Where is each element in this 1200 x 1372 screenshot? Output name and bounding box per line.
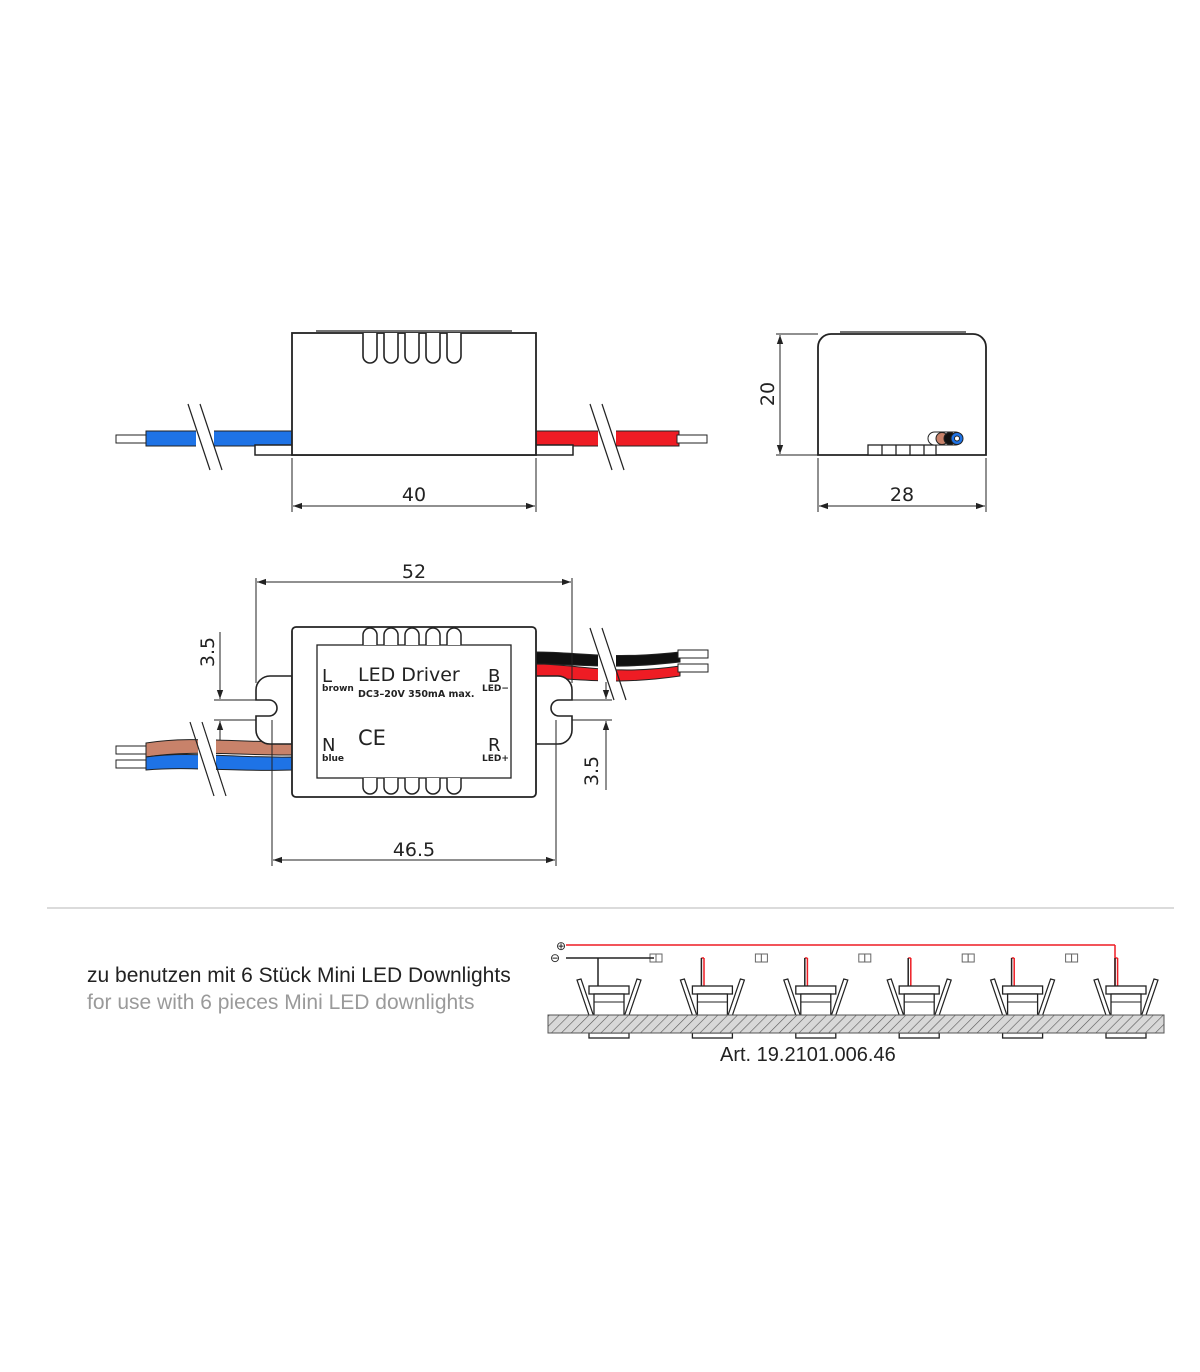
downlight-clip-right xyxy=(1139,978,1159,1025)
label-panel xyxy=(316,644,512,779)
downlight-trim xyxy=(588,1032,630,1039)
downlight-clip-right xyxy=(725,978,746,1025)
ce-mark: CE xyxy=(358,726,386,750)
wire-connector xyxy=(858,953,866,963)
terminal-R-label: R xyxy=(488,735,501,756)
terminal-N-label: N xyxy=(322,735,335,756)
wire-connector xyxy=(655,953,663,963)
wire-connector xyxy=(760,953,768,963)
top-view: L brown LED Driver DC3–20V 350mA max. B … xyxy=(115,561,709,866)
wire-connector xyxy=(864,953,872,963)
downlight-trim xyxy=(1105,1032,1147,1039)
top-vent-slots-lower xyxy=(362,778,462,795)
top-left-wires xyxy=(115,721,293,797)
ceiling-hatch xyxy=(547,1014,1165,1034)
front-red-wire xyxy=(535,403,708,471)
downlight-trim xyxy=(795,1032,837,1039)
caption-german: zu benutzen mit 6 Stück Mini LED Downlig… xyxy=(87,964,511,987)
wire-connector xyxy=(1071,953,1079,963)
dim-side-height: 20 xyxy=(757,382,779,406)
downlight-clip-left xyxy=(783,978,803,1025)
downlight-collar xyxy=(1001,985,1044,995)
top-mounting-tabs xyxy=(255,675,573,745)
downlight-clip-left xyxy=(576,978,596,1025)
article-number: Art. 19.2101.006.46 xyxy=(720,1044,896,1066)
plus-symbol: ⊕ xyxy=(556,939,566,953)
terminal-L-label: L xyxy=(322,666,332,687)
terminal-N-sub: blue xyxy=(322,754,344,764)
downlight-trim xyxy=(1001,1032,1044,1039)
wire-connector xyxy=(967,953,975,963)
side-view: 20 28 xyxy=(757,331,987,512)
dim-top-mount-width: 46.5 xyxy=(393,839,435,861)
minus-symbol: ⊖ xyxy=(550,951,560,965)
downlight-collar xyxy=(795,985,837,995)
downlight-collar xyxy=(898,985,940,995)
wiring-diagram: ⊕ ⊖ xyxy=(547,939,1165,1039)
front-view: 40 xyxy=(115,330,708,512)
downlight-clip-left xyxy=(679,978,699,1025)
downlight-trim xyxy=(898,1032,940,1039)
side-wire-ends xyxy=(927,431,964,446)
dim-front-width: 40 xyxy=(402,484,426,506)
downlight-chain xyxy=(576,953,1159,1039)
driver-rating: DC3–20V 350mA max. xyxy=(358,689,475,700)
top-vent-slots-upper xyxy=(362,627,462,645)
terminal-R-sub: LED+ xyxy=(482,754,509,764)
downlight-clip-right xyxy=(622,978,642,1025)
wire-connector xyxy=(961,953,969,963)
downlight-collar xyxy=(588,985,630,995)
dim-top-tab-right: 3.5 xyxy=(581,756,603,786)
front-blue-wire xyxy=(115,403,293,471)
caption-english: for use with 6 pieces Mini LED downlight… xyxy=(87,991,475,1014)
terminal-B-label: B xyxy=(488,666,500,687)
downlight-trim xyxy=(691,1032,734,1039)
side-housing xyxy=(817,333,987,456)
terminal-L-sub: brown xyxy=(322,684,354,694)
downlight-collar xyxy=(691,985,734,995)
downlight-clip-right xyxy=(932,978,952,1025)
terminal-B-sub: LED− xyxy=(482,684,509,694)
downlight-clip-left xyxy=(989,978,1010,1025)
dim-top-tab-left: 3.5 xyxy=(197,637,219,667)
downlight-clip-left xyxy=(1093,978,1113,1025)
downlight-clip-right xyxy=(1036,978,1056,1025)
driver-title: LED Driver xyxy=(358,664,460,686)
downlight-clip-left xyxy=(886,978,906,1025)
wire-connector xyxy=(1065,953,1073,963)
wire-connector xyxy=(754,953,762,963)
downlight-collar xyxy=(1105,985,1147,995)
dim-side-width: 28 xyxy=(890,484,914,506)
dim-top-overall-width: 52 xyxy=(402,561,426,583)
front-vent-slots xyxy=(362,333,462,364)
downlight-clip-right xyxy=(829,978,849,1025)
